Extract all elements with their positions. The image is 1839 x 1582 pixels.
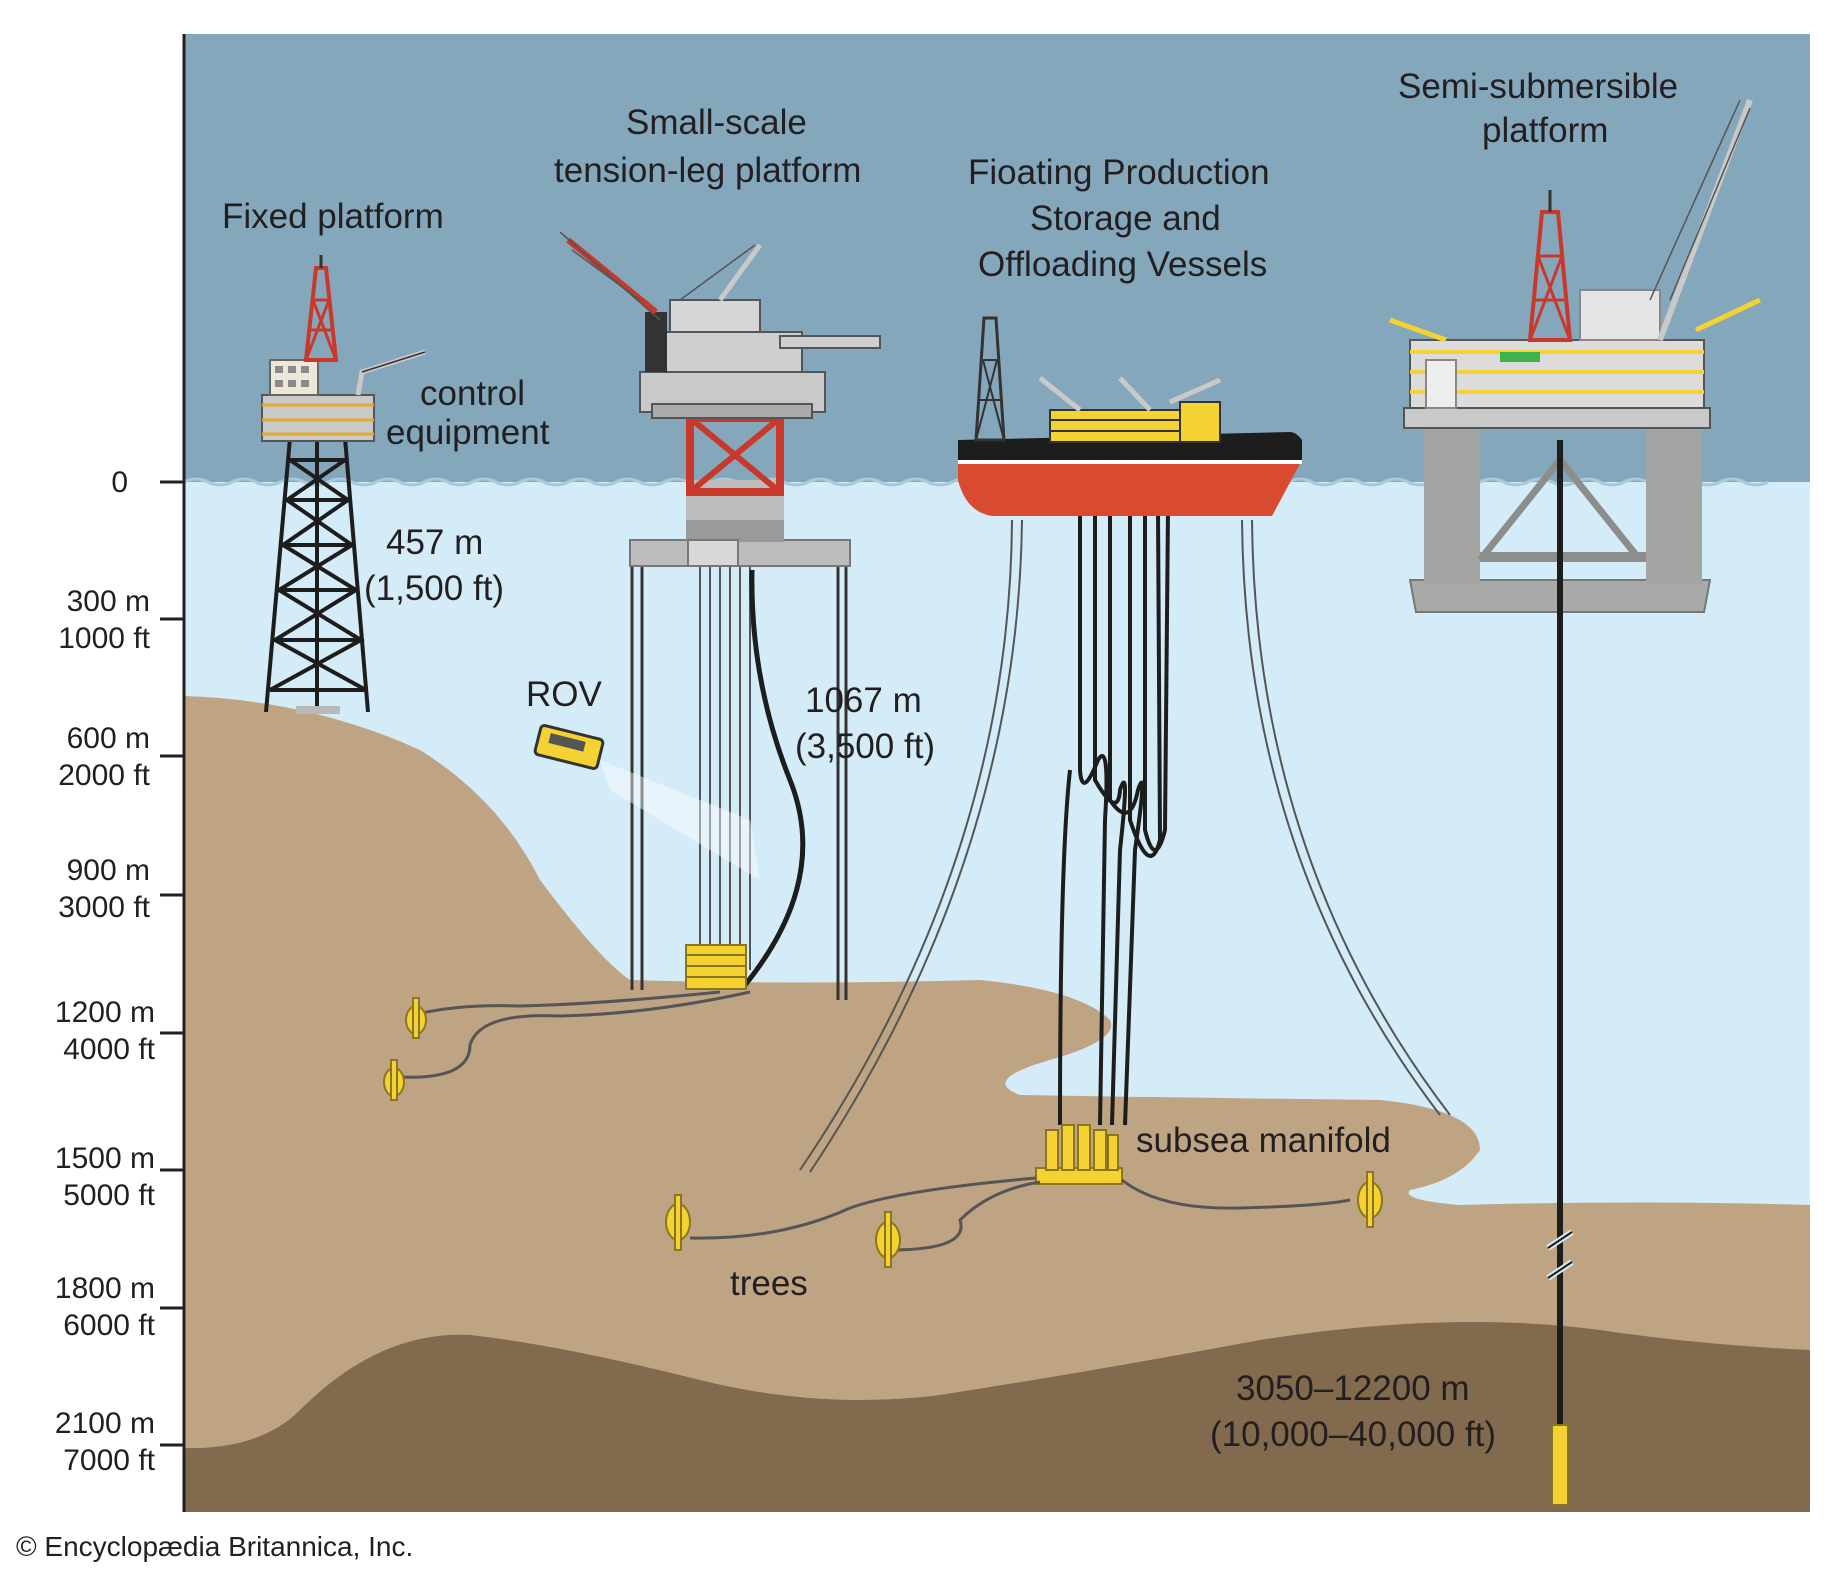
depth-label-2100-m: 2100 m: [55, 1407, 155, 1440]
depth-label-2100-ft: 7000 ft: [63, 1444, 155, 1477]
depth-label-1200-ft: 4000 ft: [63, 1033, 155, 1066]
copyright: © Encyclopædia Britannica, Inc.: [16, 1531, 413, 1562]
rov-label: ROV: [526, 675, 603, 714]
semi-submersible-platform: [1389, 98, 1762, 1506]
flowline-tlp-1: [417, 990, 721, 1016]
depth-label-600-m: 600 m: [67, 722, 150, 755]
depth-labels: 0 300 m 1000 ft 600 m 2000 ft 900 m 3000…: [55, 466, 156, 1477]
fpso-ship-icon: [799, 316, 1451, 1173]
depth-label-1200-m: 1200 m: [55, 996, 155, 1029]
fpso-title-2: Storage and: [1030, 199, 1221, 238]
fixed-platform-depth-m: 457 m: [386, 523, 483, 562]
control-equipment-label-2: equipment: [386, 413, 550, 452]
tlp-depth-m: 1067 m: [805, 681, 922, 720]
tlp-depth-ft: (3,500 ft): [795, 727, 935, 766]
control-equipment-label-1: control: [420, 374, 525, 413]
tension-leg-platform: [559, 231, 881, 1000]
depth-label-900-m: 900 m: [67, 854, 150, 887]
flowline-tlp-2: [399, 990, 751, 1079]
tlp-title-2: tension-leg platform: [554, 151, 861, 190]
fixed-platform-depth-ft: (1,500 ft): [364, 569, 504, 608]
tlp-template-icon: [685, 944, 747, 990]
tlp-title-1: Small-scale: [626, 103, 807, 142]
seabed: [184, 696, 1810, 1512]
depth-label-1500-m: 1500 m: [55, 1142, 155, 1175]
flowline-tree-1: [689, 1176, 1037, 1240]
depth-label-0-m: 0: [111, 466, 128, 499]
semi-title-2: platform: [1482, 111, 1608, 150]
depth-label-1800-m: 1800 m: [55, 1272, 155, 1305]
depth-label-1800-ft: 6000 ft: [63, 1309, 155, 1342]
depth-label-600-ft: 2000 ft: [58, 759, 150, 792]
trees-label: trees: [730, 1264, 808, 1303]
depth-ticks: [160, 480, 184, 1447]
rov-vehicle-icon: [533, 724, 760, 880]
flowline-tree-3: [1121, 1178, 1351, 1210]
subsea-manifold-label: subsea manifold: [1136, 1121, 1391, 1160]
depth-label-1500-ft: 5000 ft: [63, 1179, 155, 1212]
deep-rock-layer: [184, 1322, 1810, 1512]
depth-label-300-m: 300 m: [67, 585, 150, 618]
wellhead-tree-icon: [383, 997, 1383, 1268]
fixed-platform-derrick-icon: [261, 255, 426, 714]
semi-title-1: Semi-submersible: [1398, 67, 1678, 106]
depth-label-300-ft: 1000 ft: [58, 622, 150, 655]
flowline-tree-2: [889, 1180, 1041, 1252]
semi-depth-m: 3050–12200 m: [1236, 1369, 1470, 1408]
fixed-platform-title: Fixed platform: [222, 197, 444, 236]
subsea-manifold-icon: [1035, 1124, 1123, 1185]
depth-label-900-ft: 3000 ft: [58, 891, 150, 924]
semi-depth-ft: (10,000–40,000 ft): [1210, 1415, 1496, 1454]
fpso-title-3: Offloading Vessels: [978, 245, 1267, 284]
fpso-title-1: Fioating Production: [968, 153, 1270, 192]
